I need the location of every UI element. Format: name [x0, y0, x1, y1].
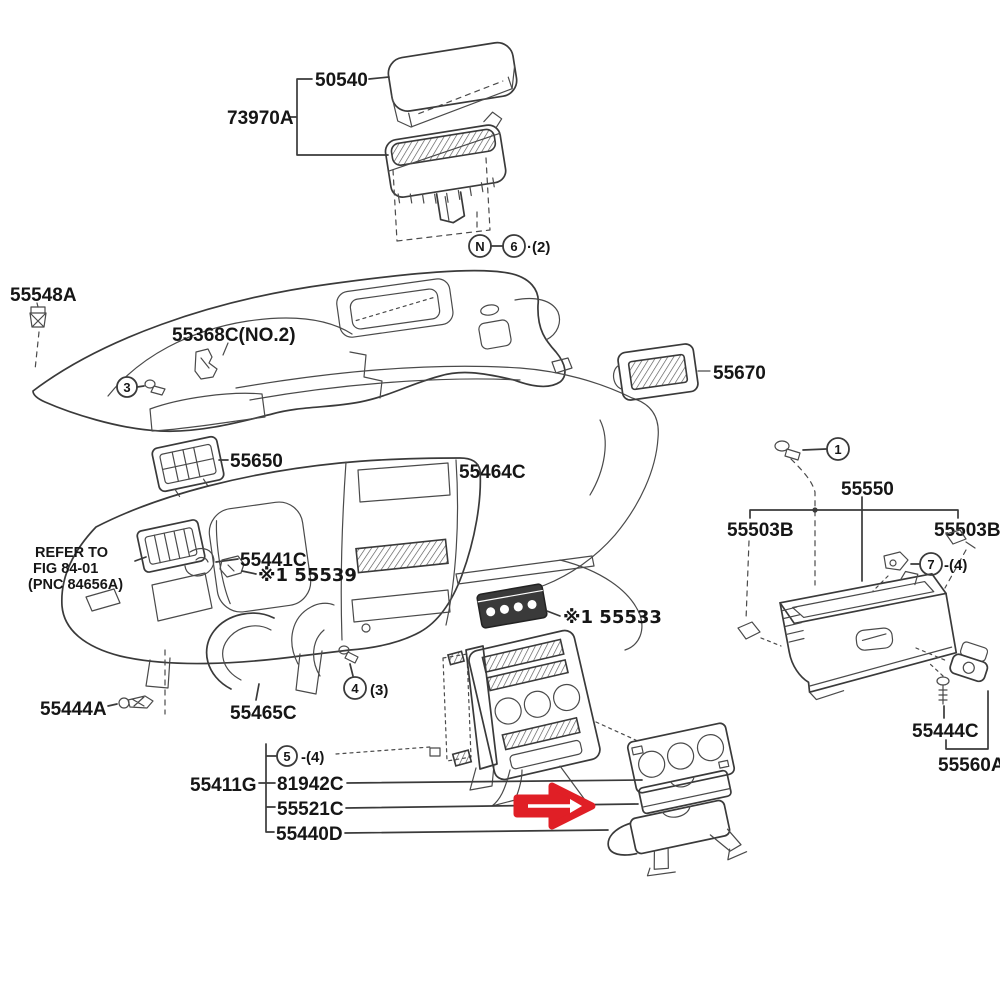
glove-box	[779, 570, 958, 701]
vent-55670	[612, 343, 711, 401]
refer-note-line3: (PNC 84656A)	[28, 577, 123, 593]
refer-note-line2: FIG 84-01	[33, 561, 98, 577]
console-register-strip	[638, 769, 732, 815]
callout-letter-n: N	[475, 239, 484, 254]
airbag-cover-part	[387, 41, 518, 128]
part-label-73970a: 73970A	[227, 108, 294, 129]
part-label-55548a: 55548A	[10, 285, 77, 306]
clip-55503b-right	[944, 529, 976, 589]
clip-55441c	[184, 547, 239, 577]
svg-text:7: 7	[927, 557, 934, 572]
svg-text:1: 1	[834, 442, 841, 457]
clip-55444a	[107, 649, 166, 715]
console-label-bracket: 5 -(4)	[258, 743, 431, 833]
part-label-55444a: 55444A	[40, 699, 107, 720]
part-label-55550: 55550	[841, 479, 894, 500]
part-label-55539: ※1 55539	[258, 565, 357, 586]
glovebox-bracket	[749, 496, 959, 582]
part-label-55368c: 55368C(NO.2)	[172, 325, 296, 346]
part-label-55503b-left: 55503B	[727, 520, 794, 541]
airbag-bracket-lines	[288, 76, 390, 156]
callout-4: 4 (3)	[338, 645, 388, 700]
screw-55444c	[928, 662, 950, 719]
part-label-55440d: 55440D	[276, 824, 343, 845]
clip-55539	[219, 555, 257, 578]
part-label-55411g: 55411G	[190, 775, 257, 796]
clip-55368c	[194, 342, 229, 380]
switch-55533	[455, 555, 595, 629]
console-climate-panel	[626, 722, 736, 794]
svg-text:4: 4	[351, 681, 359, 696]
callout-qty-7: -(4)	[944, 557, 967, 574]
lamp-55560a	[945, 641, 989, 750]
callout-qty-5: -(4)	[301, 749, 324, 766]
callout-3: 3	[116, 376, 166, 398]
callout-number-6: 6	[510, 239, 517, 254]
part-label-81942c: 81942C	[277, 774, 344, 795]
part-label-55441c: 55441C	[240, 550, 307, 571]
column-cover-55465c	[205, 602, 335, 701]
refer-note: REFER TO FIG 84-01 (PNC 84656A)	[28, 545, 147, 593]
dash-top-pad	[32, 269, 659, 596]
callout-1: 1	[774, 437, 850, 586]
vent-55650	[151, 435, 229, 498]
svg-text:5: 5	[283, 749, 290, 764]
part-label-55465c: 55465C	[230, 703, 297, 724]
part-label-55650: 55650	[230, 451, 283, 472]
part-label-55444c: 55444C	[912, 721, 979, 742]
callout-circle-6	[502, 234, 526, 258]
svg-text:3: 3	[123, 380, 130, 395]
callout-qty-6: ·(2)	[527, 239, 550, 256]
callout-7: 7 -(4)	[872, 551, 967, 592]
cluster-finish-panel	[429, 629, 641, 810]
refer-note-line1: REFER TO	[35, 545, 108, 561]
clip-55548a	[29, 302, 47, 371]
part-label-55521c: 55521C	[277, 799, 344, 820]
console-lower-tray	[607, 799, 748, 877]
part-label-55560a: 55560A	[938, 755, 1000, 776]
airbag-module-part	[384, 111, 507, 242]
red-highlight-arrow	[513, 782, 596, 830]
part-label-55533: ※1 55533	[563, 607, 662, 628]
part-label-50540: 50540	[315, 70, 368, 91]
part-label-55503b-right: 55503B	[934, 520, 1000, 541]
console-leader-lines	[344, 779, 643, 834]
part-label-55670: 55670	[713, 363, 766, 384]
callout-circle-5	[276, 745, 298, 767]
callout-qty-4: (3)	[370, 682, 388, 699]
vent-84656a	[136, 519, 206, 573]
module-projection-dashed	[392, 157, 491, 242]
callout-n6: N 6 ·(2)	[468, 211, 550, 258]
clip-55503b-left	[737, 540, 782, 647]
part-label-55464c: 55464C	[459, 462, 526, 483]
